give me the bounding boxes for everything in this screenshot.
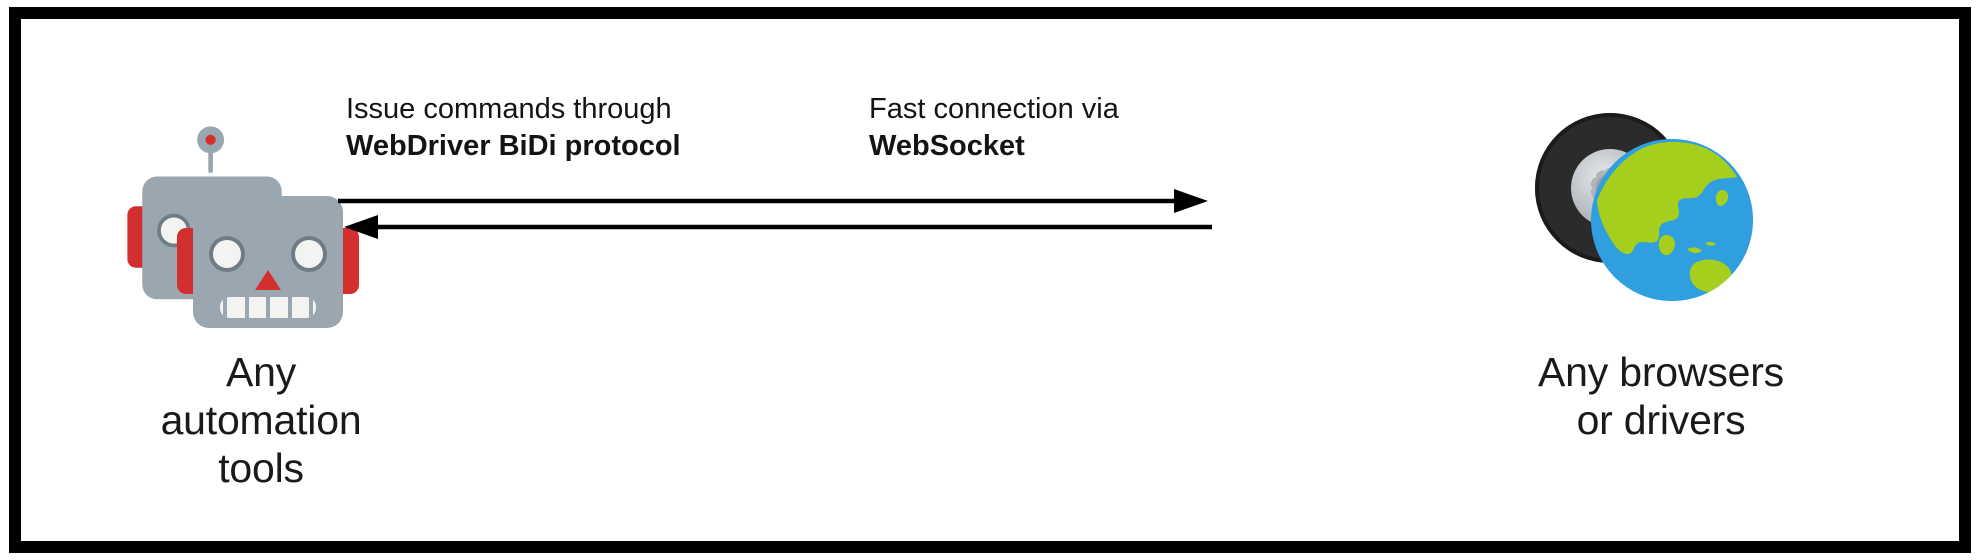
globe-continents xyxy=(1591,139,1753,301)
robot-eye-right xyxy=(291,236,327,272)
robot-tooth-gap xyxy=(287,297,292,318)
connection-arrows xyxy=(336,179,1216,249)
transport-arrow-label: Fast connection via WebSocket xyxy=(869,91,1269,165)
transport-label-line-1: Fast connection via xyxy=(869,93,1119,125)
robot-tooth-gap xyxy=(309,297,313,318)
connection-arrows-svg xyxy=(338,189,1212,239)
robot-nose xyxy=(255,270,281,290)
robot-mouth xyxy=(220,297,316,318)
diagram-canvas: Any automation tools Issue commands thro… xyxy=(21,19,1959,541)
arrow-to-browser xyxy=(338,189,1208,213)
robot-eye-left xyxy=(209,236,245,272)
robot-tooth-gap xyxy=(244,297,249,318)
robot-tooth-gap xyxy=(266,297,270,318)
left-node-caption: Any automation tools xyxy=(160,349,362,491)
robot-head xyxy=(193,196,343,328)
robot-emoji xyxy=(127,126,381,336)
outbound-arrow-label: Issue commands through WebDriver BiDi pr… xyxy=(346,91,806,165)
robot-antenna-stalk xyxy=(208,141,213,173)
robot-emoji-front xyxy=(177,186,359,336)
globe-icon xyxy=(1591,139,1753,301)
transport-label-line-2: WebSocket xyxy=(869,130,1025,163)
robot-antenna-ball xyxy=(197,126,225,154)
arrow-to-tools xyxy=(344,215,1212,239)
robot-tooth-gap xyxy=(223,297,227,318)
diagram-frame: Any automation tools Issue commands thro… xyxy=(9,7,1971,553)
outbound-label-line-1: Issue commands through xyxy=(346,93,672,125)
right-node-caption: Any browsers or drivers xyxy=(1538,349,1784,443)
globe-and-tire-emoji xyxy=(1529,111,1769,306)
outbound-label-line-2: WebDriver BiDi protocol xyxy=(346,130,681,163)
